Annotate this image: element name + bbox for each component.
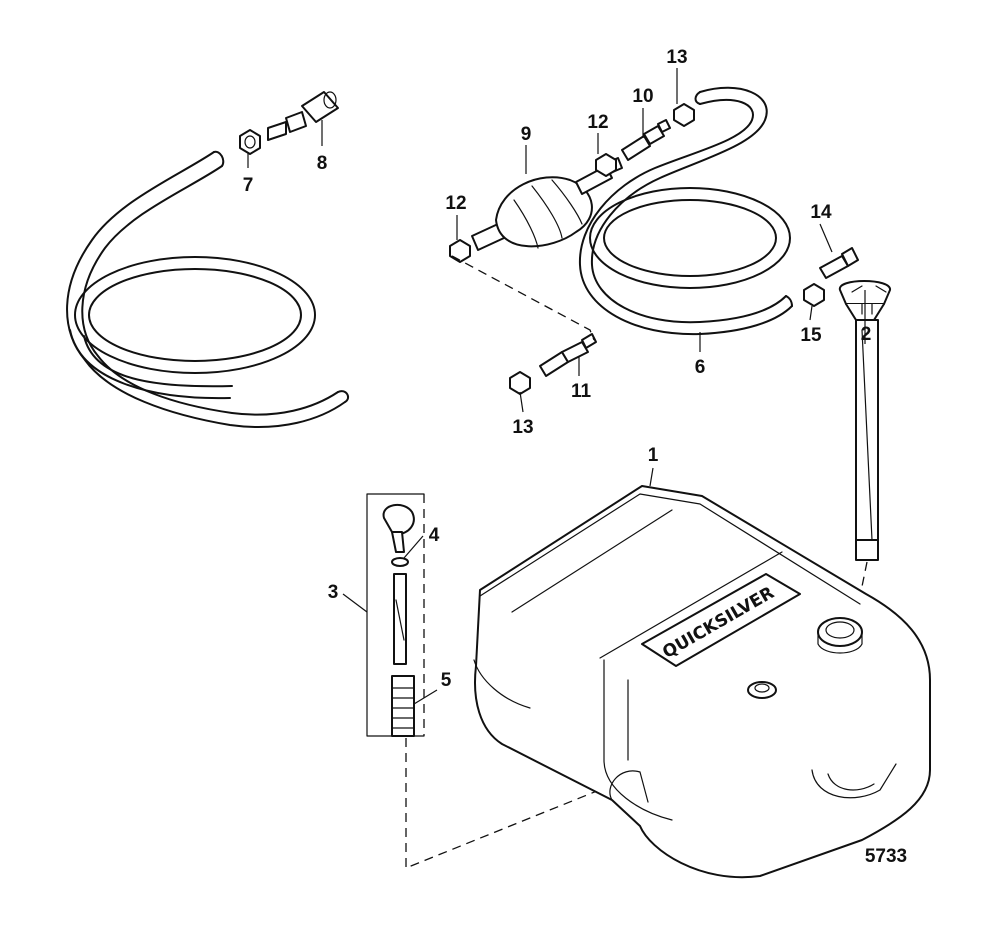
callout-6: 6: [695, 357, 706, 378]
elbow-fitting: [382, 503, 415, 553]
pickup-tube: [393, 573, 407, 665]
callout-4: 4: [429, 525, 440, 546]
fitting-14: [819, 247, 859, 279]
hose-clamp-nut-7: [239, 129, 261, 155]
hose-clamp-12-upper: [595, 153, 617, 177]
callout-12-lower: 12: [445, 193, 466, 214]
hose-clamp-13-lower: [509, 371, 531, 395]
callout-13-lower: 13: [512, 417, 533, 438]
callout-11: 11: [571, 381, 592, 402]
hose-clamp-12-lower: [449, 239, 471, 263]
callout-2: 2: [861, 324, 872, 345]
callout-15: 15: [800, 325, 822, 346]
check-valve-10: [621, 119, 671, 161]
callout-9: 9: [521, 124, 532, 145]
pickup-to-tank-line: [405, 738, 655, 869]
right-fuel-hose-coil: [578, 86, 793, 336]
callout-7: 7: [243, 175, 254, 196]
callout-1: 1: [648, 445, 659, 466]
callout-5: 5: [441, 670, 452, 691]
check-valve-11: [539, 333, 597, 377]
fuel-tank-1: QUICKSILVER: [473, 485, 931, 879]
callout-8: 8: [317, 153, 328, 174]
left-fuel-hose-coil: [66, 150, 349, 428]
callout-3: 3: [328, 582, 339, 603]
figure-id: 5733: [865, 846, 907, 867]
connection-line-bulb-to-valve: [451, 255, 595, 341]
hose-clamp-13-upper: [673, 103, 695, 127]
callout-14: 14: [810, 202, 832, 223]
leader-lines: [247, 68, 866, 705]
filter-screen-5: [391, 675, 415, 737]
fuel-connector-8: [267, 91, 339, 141]
fuel-gauge-2: [839, 280, 891, 561]
callout-10: 10: [632, 86, 653, 107]
o-ring-4: [391, 557, 409, 567]
callout-13-upper: 13: [666, 47, 687, 68]
callout-12-upper: 12: [587, 112, 608, 133]
hose-clamp-15: [803, 283, 825, 307]
